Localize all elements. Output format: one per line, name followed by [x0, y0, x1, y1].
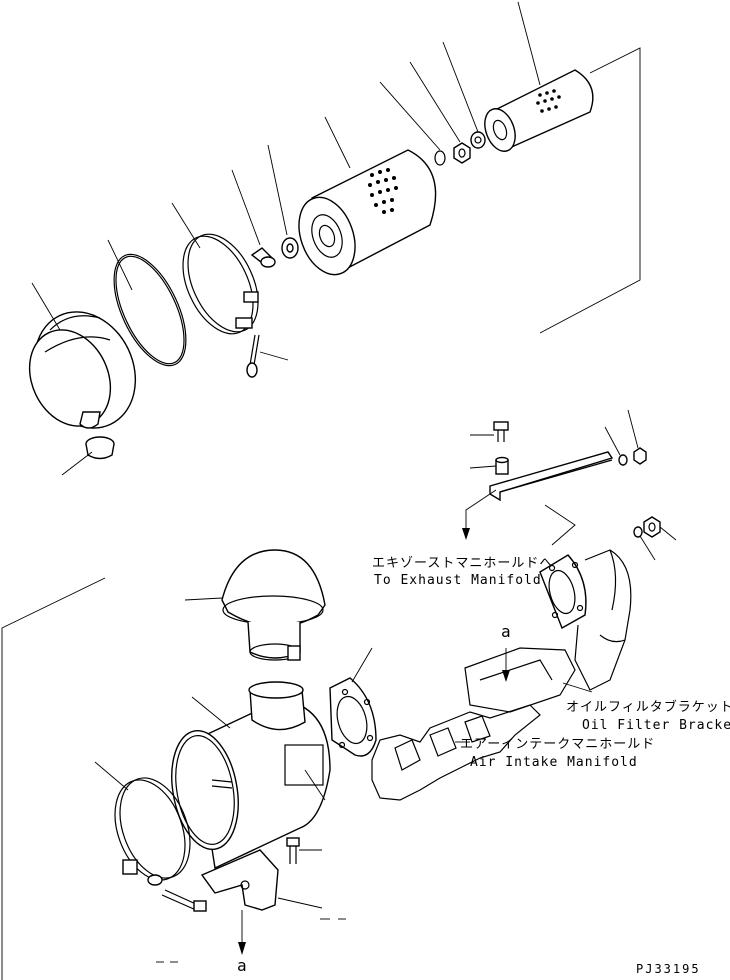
rain-cap — [184, 549, 326, 661]
clamp-bolt — [161, 889, 207, 912]
wing-nut — [250, 247, 276, 268]
nut — [453, 142, 471, 164]
dust-cup-cover — [28, 311, 137, 429]
flange-nut — [643, 516, 661, 538]
exhaust-leaders — [462, 409, 639, 546]
filter-perforation-dots — [368, 168, 398, 214]
exhaust-flange — [539, 554, 587, 630]
reference-mark-a-bottom: a — [237, 956, 248, 975]
lower-band-clamp — [94, 761, 191, 881]
exhaust-manifold-label-en: To Exhaust Manifold — [374, 573, 542, 588]
upper-leader-lines — [31, 1, 541, 476]
inlet-gasket — [329, 647, 377, 757]
bracket-spacer — [495, 456, 509, 475]
flange-washer — [633, 526, 643, 538]
eye-bolt — [246, 334, 260, 378]
exhaust-manifold-label-jp: エキゾーストマニホールドへ — [372, 556, 554, 571]
o-ring-gasket — [113, 253, 187, 367]
oil-filter-bracket — [464, 647, 593, 713]
dust-valve — [85, 436, 115, 460]
band-clamp — [182, 233, 259, 335]
mounting-bracket — [156, 849, 346, 963]
reference-mark-a-top: a — [501, 622, 512, 641]
oil-filter-bracket-label-en: Oil Filter Bracket — [582, 718, 730, 733]
mount-bolt — [286, 837, 322, 864]
safety-filter-element — [484, 69, 594, 152]
air-intake-manifold-label-en: Air Intake Manifold — [470, 755, 638, 770]
drawing-code: PJ33195 — [636, 962, 701, 976]
flange-leaders — [639, 526, 677, 561]
bracket-bolt — [493, 421, 509, 442]
upper-frame-lines — [1, 47, 641, 980]
safety-filter-dots — [536, 89, 561, 113]
bracket-washer — [618, 454, 628, 466]
air-cleaner-body — [171, 681, 331, 870]
bracket-nut — [633, 447, 647, 465]
turbo-elbow — [574, 549, 632, 691]
oil-filter-bracket-label-jp: オイルフィルタブラケット — [566, 700, 730, 715]
air-intake-manifold-label-jp: エアーインテークマニホールド — [460, 737, 656, 752]
snap-ring — [434, 150, 446, 166]
lock-washer — [470, 131, 486, 149]
washer — [281, 237, 299, 259]
clamp-nut — [147, 874, 163, 886]
air-intake-manifold — [371, 704, 541, 801]
primary-filter-element — [298, 149, 437, 276]
